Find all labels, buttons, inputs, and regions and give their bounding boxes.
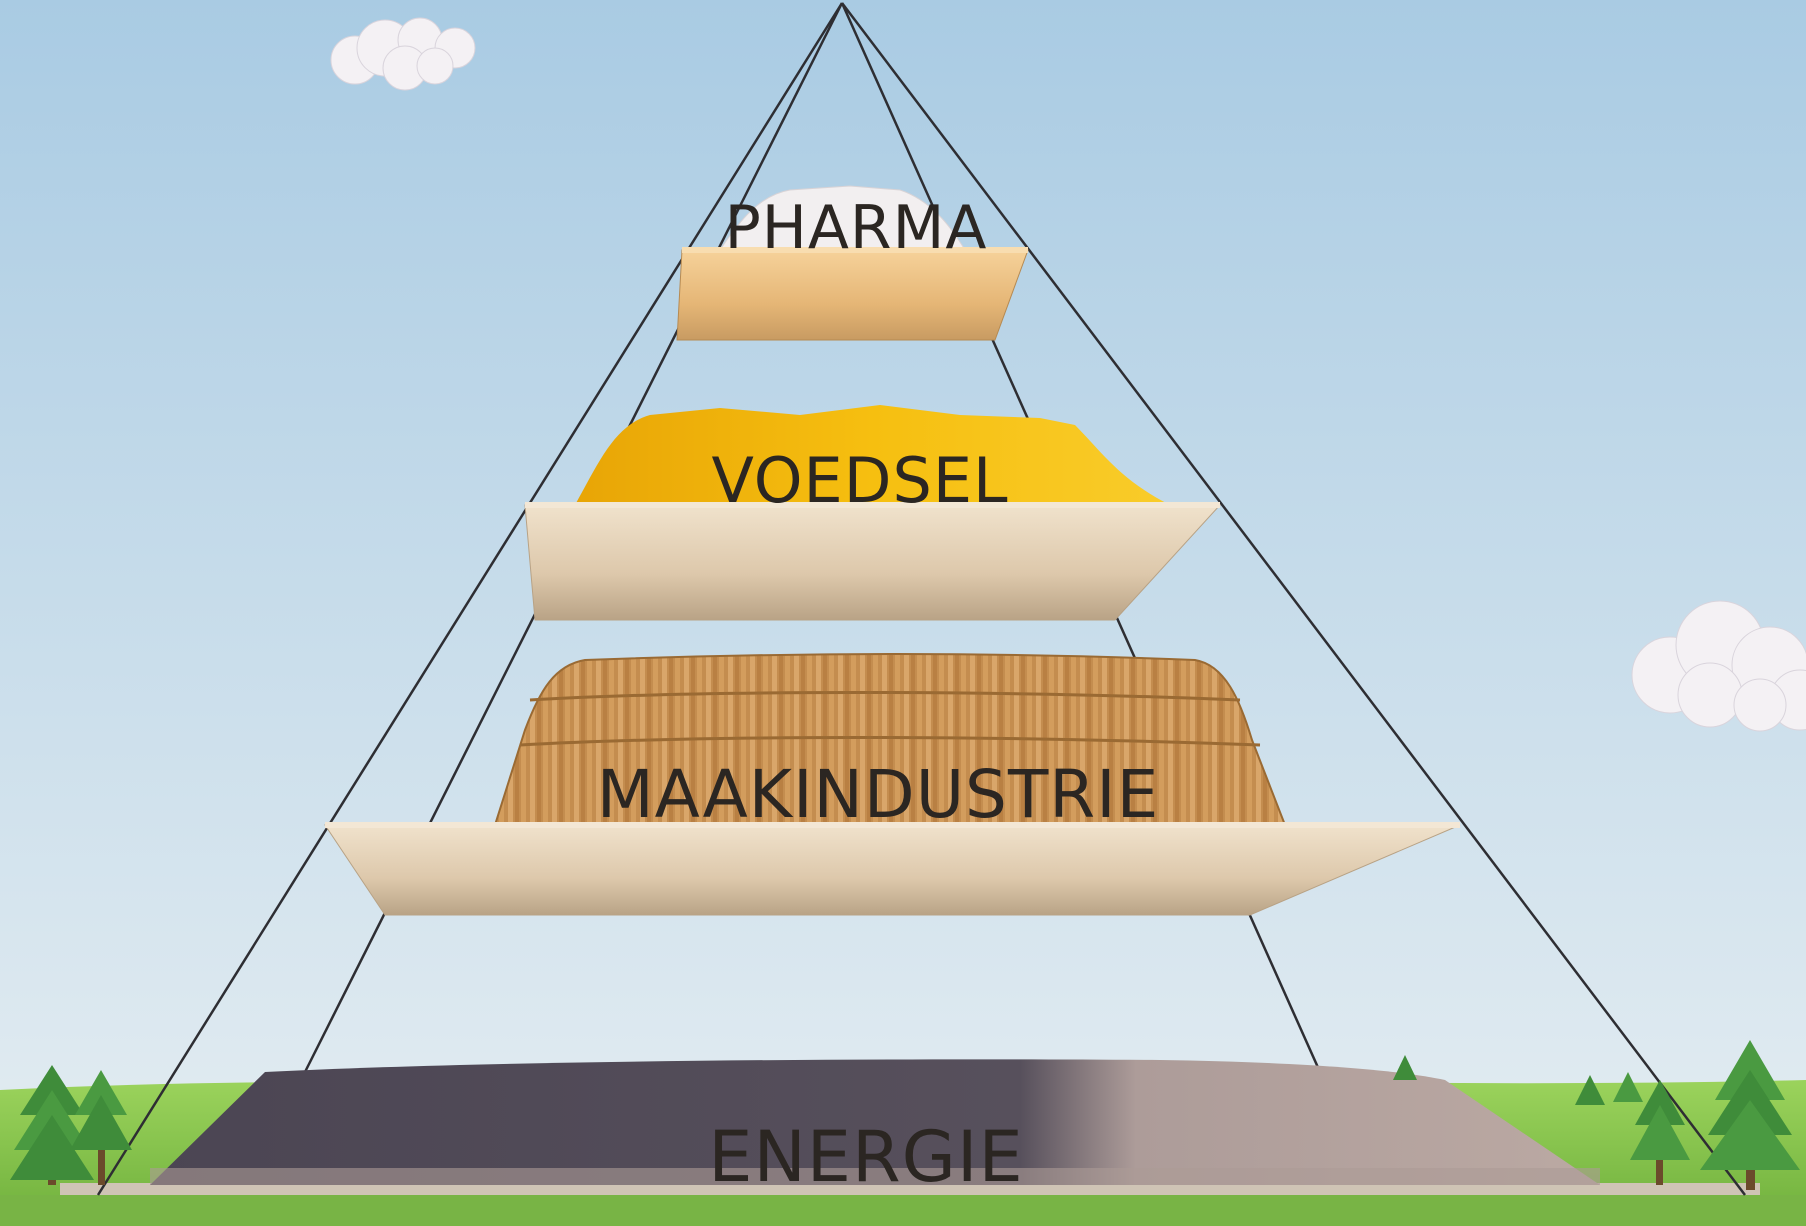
tree-icon <box>1393 1055 1643 1105</box>
tree-icon <box>10 1065 94 1185</box>
tree-icon <box>70 1070 132 1185</box>
tier-label-maakindustrie: MAAKINDUSTRIE <box>596 756 1160 833</box>
maakindustrie-tier <box>324 653 1461 916</box>
tier-label-energie: ENERGIE <box>708 1116 1024 1198</box>
cloud-icon <box>330 17 476 91</box>
voedsel-shelf <box>524 504 1222 621</box>
wood-bundles <box>493 653 1287 826</box>
pharma-pile <box>719 185 966 251</box>
tier-label-voedsel: VOEDSEL <box>711 444 1009 517</box>
tree-icon <box>1700 1040 1800 1190</box>
energie-pile <box>150 1059 1600 1185</box>
voedsel-pile <box>575 405 1170 505</box>
tier-label-pharma: PHARMA <box>724 193 988 263</box>
cloud-icon <box>1631 600 1806 732</box>
energie-tier <box>150 1059 1600 1185</box>
pharma-shelf <box>676 249 1029 341</box>
voedsel-tier <box>524 405 1222 621</box>
pharma-tier <box>676 185 1029 341</box>
tree-icon <box>1630 1080 1690 1185</box>
base-platform <box>60 1183 1760 1195</box>
